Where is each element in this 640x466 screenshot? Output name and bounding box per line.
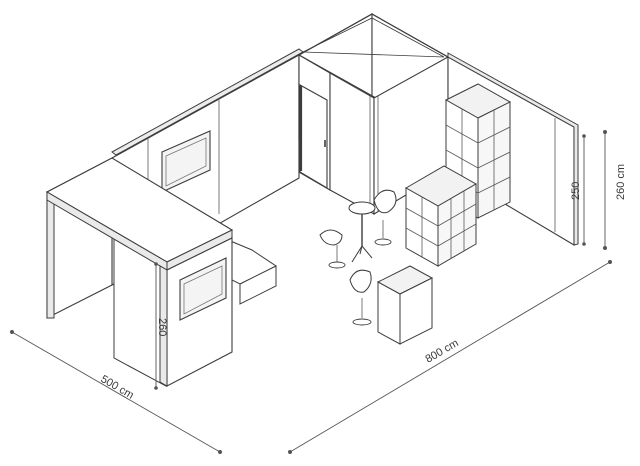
low-bench: [227, 239, 277, 305]
chair-1: [319, 229, 346, 269]
dimension-shelf-height-line: [582, 134, 586, 246]
chair-2: [373, 189, 397, 246]
cafe-table: [348, 201, 376, 263]
storage-door: [299, 84, 328, 189]
header-beam: [45, 157, 234, 271]
wall-height-label: 260 cm: [615, 164, 627, 200]
cube-shelf-back: [444, 83, 512, 219]
width-label: 500 cm: [99, 373, 136, 401]
dimension-width-line: [10, 330, 222, 454]
dimension-wall-height-line: [603, 130, 607, 250]
front-wall-screen: [179, 257, 227, 321]
dimension-front-height-line: [154, 262, 158, 390]
cube-shelf-front: [404, 165, 478, 267]
front-height-label: 260: [156, 318, 168, 336]
wall-screen: [161, 130, 211, 193]
counter-cabinet: [376, 265, 434, 345]
chair-3: [349, 269, 372, 326]
shelf-height-label: 250: [570, 182, 582, 200]
dimension-length-line: [288, 260, 612, 454]
